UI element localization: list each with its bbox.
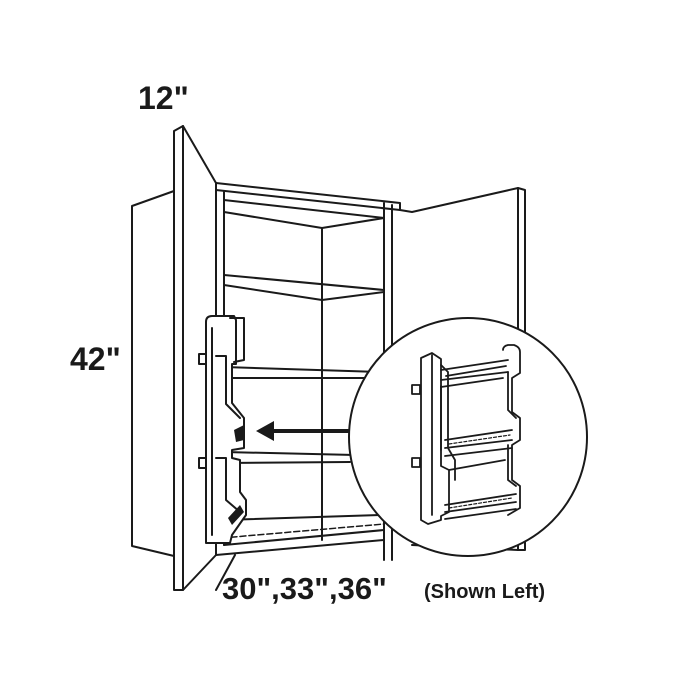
door-spice-rack: [198, 315, 247, 544]
height-dimension-label: 42": [70, 341, 121, 377]
depth-dimension-label: 12": [138, 80, 189, 116]
left-door: [131, 125, 217, 591]
spice-rack-detail: [411, 344, 521, 525]
width-dimensions-label: 30",33",36": [222, 571, 387, 606]
arrow-left-icon: [256, 421, 350, 441]
orientation-note: (Shown Left): [424, 581, 546, 603]
detail-callout: [348, 317, 588, 557]
